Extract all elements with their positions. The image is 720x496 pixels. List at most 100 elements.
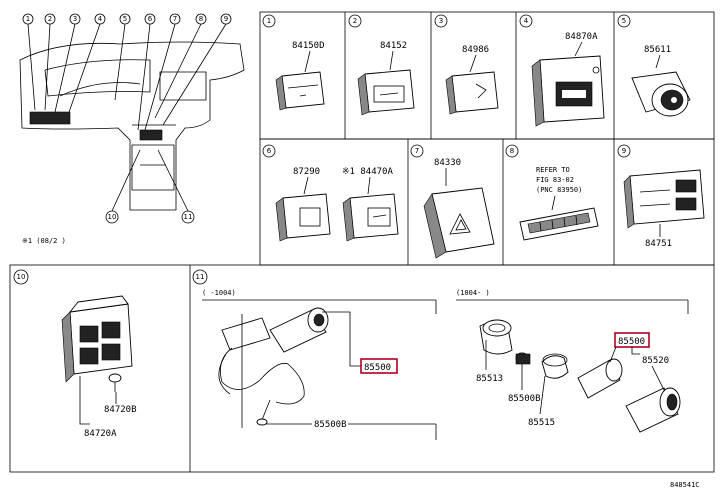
part-label-84470A[interactable]: ※1 84470A bbox=[342, 167, 393, 177]
overview-callout-7[interactable]: 7 bbox=[169, 13, 181, 25]
overview-callout-6[interactable]: 6 bbox=[144, 13, 156, 25]
svg-text:3: 3 bbox=[73, 15, 77, 23]
part-label-84150D[interactable]: 84150D bbox=[292, 41, 325, 51]
part-label-85515[interactable]: 85515 bbox=[528, 418, 555, 428]
section-4: 4 84870A bbox=[519, 14, 605, 127]
switch-84870A-illustration bbox=[531, 55, 605, 127]
svg-text:11: 11 bbox=[184, 213, 193, 221]
highlight-85500-left bbox=[360, 358, 398, 374]
switch-84720A-illustration bbox=[61, 295, 133, 383]
section-2: 2 84152 bbox=[348, 14, 415, 116]
part-label-85500-left[interactable]: 85500 bbox=[364, 363, 391, 373]
svg-text:8: 8 bbox=[199, 15, 203, 23]
overview-callout-8[interactable]: 8 bbox=[195, 13, 207, 25]
part-label-84330[interactable]: 84330 bbox=[434, 158, 461, 168]
section-1-number[interactable]: 1 bbox=[262, 14, 276, 28]
part-label-85500B-left[interactable]: 85500B bbox=[314, 420, 347, 430]
section-1: 1 84150D bbox=[262, 14, 325, 111]
switch-84470A-illustration bbox=[342, 193, 399, 242]
switch-panel-illustration bbox=[519, 207, 599, 241]
part-label-85513[interactable]: 85513 bbox=[476, 374, 503, 384]
svg-text:9: 9 bbox=[224, 15, 228, 23]
drawing-id: 848541C bbox=[670, 481, 700, 489]
svg-text:4: 4 bbox=[524, 17, 529, 25]
svg-text:10: 10 bbox=[108, 213, 117, 221]
switch-87290-illustration bbox=[275, 193, 331, 242]
lighter-body-85520-illustration bbox=[577, 358, 681, 433]
range-left: ( -1004) bbox=[202, 289, 236, 297]
overview-callout-9[interactable]: 9 bbox=[220, 13, 232, 25]
socket-85611-illustration bbox=[631, 71, 691, 117]
part-label-87290[interactable]: 87290 bbox=[293, 167, 320, 177]
svg-text:2: 2 bbox=[353, 17, 357, 25]
section-2-number[interactable]: 2 bbox=[348, 14, 362, 28]
svg-text:8: 8 bbox=[510, 147, 514, 155]
section-10: 10 84720B 84720A bbox=[13, 269, 137, 439]
svg-text:1: 1 bbox=[26, 15, 30, 23]
section-6-number[interactable]: 6 bbox=[262, 144, 276, 158]
svg-text:3: 3 bbox=[439, 17, 443, 25]
svg-text:5: 5 bbox=[123, 15, 127, 23]
section-8: 8 REFER TO FIG 83-02 (PNC 83950) bbox=[505, 144, 599, 241]
svg-text:6: 6 bbox=[267, 147, 272, 155]
svg-text:11: 11 bbox=[196, 273, 205, 281]
section-7-number[interactable]: 7 bbox=[410, 144, 424, 158]
part-label-85520[interactable]: 85520 bbox=[642, 356, 669, 366]
svg-text:2: 2 bbox=[48, 15, 52, 23]
clip-84720B-illustration bbox=[108, 373, 122, 392]
part-label-84720B[interactable]: 84720B bbox=[104, 405, 137, 415]
lighter-socket-85513-illustration bbox=[479, 319, 513, 355]
range-right: (1004- ) bbox=[456, 289, 490, 297]
svg-text:1: 1 bbox=[267, 17, 271, 25]
part-label-85500-right[interactable]: 85500 bbox=[618, 337, 645, 347]
section-frames bbox=[9, 11, 715, 473]
switch-84986-illustration bbox=[445, 71, 499, 115]
overview-callout-10[interactable]: 10 bbox=[105, 210, 119, 224]
section-9-number[interactable]: 9 bbox=[617, 144, 631, 158]
part-label-84751[interactable]: 84751 bbox=[645, 239, 672, 249]
svg-text:10: 10 bbox=[17, 273, 26, 281]
section-8-number[interactable]: 8 bbox=[505, 144, 519, 158]
overview-callout-2[interactable]: 2 bbox=[44, 13, 56, 25]
section-11: 11 ( -1004) (1004- ) 85500 85500B bbox=[192, 269, 689, 440]
svg-text:9: 9 bbox=[622, 147, 626, 155]
switch-84150D-illustration bbox=[275, 71, 325, 111]
svg-text:4: 4 bbox=[98, 15, 103, 23]
section-11-number[interactable]: 11 bbox=[192, 269, 208, 285]
refer-note-line-3: (PNC 83950) bbox=[536, 186, 582, 194]
svg-text:6: 6 bbox=[148, 15, 153, 23]
overview-callout-1[interactable]: 1 bbox=[22, 13, 34, 25]
overview-callout-11[interactable]: 11 bbox=[181, 210, 195, 224]
hazard-switch-84330-illustration bbox=[423, 187, 495, 259]
section-9: 9 84751 bbox=[617, 144, 705, 249]
part-label-84152[interactable]: 84152 bbox=[380, 41, 407, 51]
part-label-84870A[interactable]: 84870A bbox=[565, 32, 598, 42]
refer-note-line-1: REFER TO bbox=[536, 166, 570, 174]
part-label-84986[interactable]: 84986 bbox=[462, 45, 489, 55]
svg-text:5: 5 bbox=[622, 17, 626, 25]
section-5-number[interactable]: 5 bbox=[617, 14, 631, 28]
section-4-number[interactable]: 4 bbox=[519, 14, 533, 28]
footnote: ※1 (08/2 ) bbox=[22, 237, 66, 245]
part-label-85611[interactable]: 85611 bbox=[644, 45, 671, 55]
overview-callout-4[interactable]: 4 bbox=[94, 13, 106, 25]
section-6: 6 87290 ※1 84470A bbox=[262, 144, 399, 242]
ring-85515-illustration bbox=[541, 353, 569, 379]
section-5: 5 85611 bbox=[617, 14, 691, 117]
svg-text:7: 7 bbox=[173, 15, 177, 23]
overview-illustration: 1 2 3 4 5 6 7 8 9 10 11 ※1 (08/2 ) bbox=[19, 13, 245, 245]
switch-84152-illustration bbox=[357, 69, 415, 116]
part-label-84720A[interactable]: 84720A bbox=[84, 429, 117, 439]
section-3: 3 84986 bbox=[434, 14, 499, 115]
bulb-85500B-illustration bbox=[515, 352, 531, 365]
part-label-85500B-right[interactable]: 85500B bbox=[508, 394, 541, 404]
section-3-number[interactable]: 3 bbox=[434, 14, 448, 28]
refer-note-line-2: FIG 83-02 bbox=[536, 176, 574, 184]
overview-callout-3[interactable]: 3 bbox=[69, 13, 81, 25]
section-7: 7 84330 bbox=[410, 144, 495, 259]
section-10-number[interactable]: 10 bbox=[13, 269, 29, 285]
lighter-with-harness-illustration bbox=[218, 307, 329, 426]
overview-callout-5[interactable]: 5 bbox=[119, 13, 131, 25]
svg-text:7: 7 bbox=[415, 147, 419, 155]
